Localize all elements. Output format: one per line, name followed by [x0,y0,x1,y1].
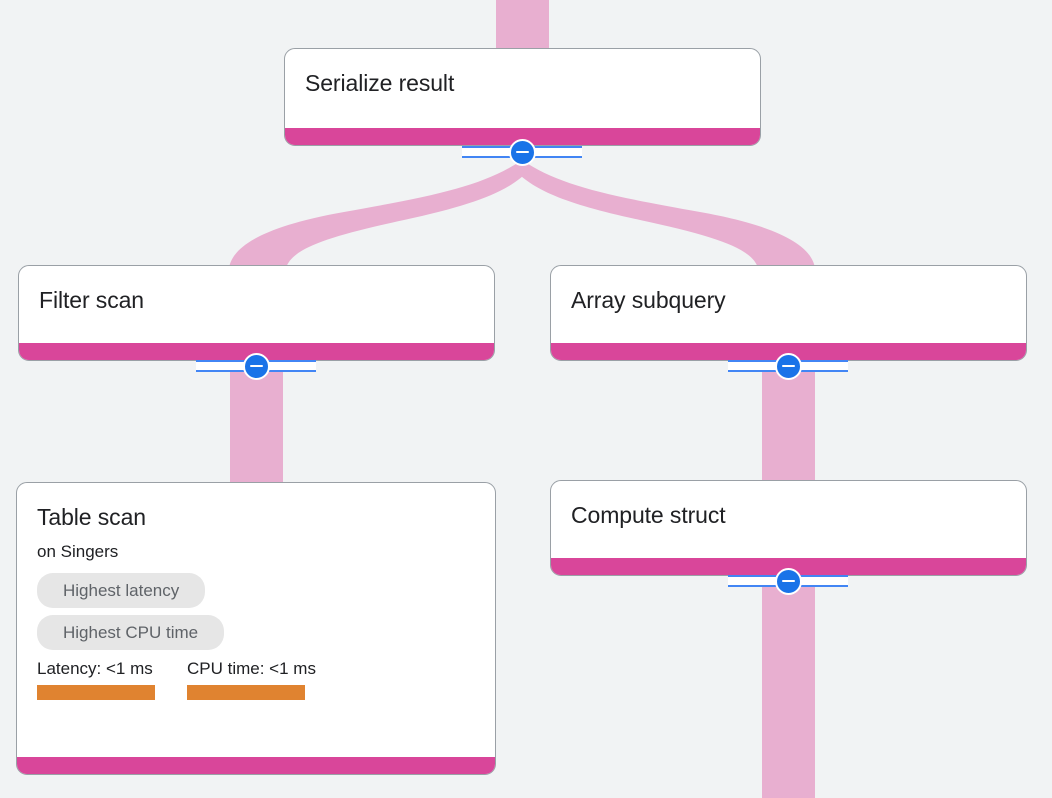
node-array-subquery[interactable]: Array subquery [550,265,1027,361]
minus-glyph [781,364,795,368]
edge-serialize-result-to-filter-scan [229,160,531,268]
node-body: Compute struct [551,481,1026,558]
collapse-toggle-serialize-result[interactable] [462,138,582,166]
node-subtitle: on Singers [37,542,119,561]
status-badge: Highest latency [37,573,206,608]
minus-glyph [781,579,795,583]
node-title: Array subquery [571,287,726,313]
node-table-scan[interactable]: Table scan on Singers Highest latency Hi… [16,482,496,775]
status-badge: Highest CPU time [37,615,225,650]
node-serialize-result[interactable]: Serialize result [284,48,761,146]
node-title: Filter scan [39,287,144,313]
minus-glyph [515,150,529,154]
metric-cpu-time: CPU time: <1 ms [187,658,316,700]
minus-icon[interactable] [774,567,802,595]
edge-array-subquery-to-compute-struct [762,368,815,486]
metric-bar [37,685,155,700]
node-body: Serialize result [285,49,760,128]
node-title: Compute struct [571,502,726,528]
metric-bar [187,685,305,700]
node-body: Array subquery [551,266,1026,343]
edge-serialize-result-to-array-subquery [513,160,815,268]
edge-out-of-compute-struct [762,584,815,798]
metric-list: Latency: <1 ms CPU time: <1 ms [37,658,475,700]
metric-label: CPU time: <1 ms [187,659,316,678]
node-title: Table scan [37,504,146,530]
minus-icon[interactable] [774,352,802,380]
edge-into-serialize-result [496,0,549,52]
node-body: Table scan on Singers Highest latency Hi… [17,483,495,757]
node-accent-bar [551,343,1026,360]
metric-latency: Latency: <1 ms [37,658,155,700]
minus-icon[interactable] [508,138,536,166]
collapse-toggle-compute-struct[interactable] [728,567,848,595]
node-accent-bar [551,558,1026,575]
node-accent-bar [17,757,495,774]
node-filter-scan[interactable]: Filter scan [18,265,495,361]
minus-glyph [249,364,263,368]
minus-icon[interactable] [242,352,270,380]
collapse-toggle-filter-scan[interactable] [196,352,316,380]
node-accent-bar [285,128,760,145]
node-title: Serialize result [305,70,455,96]
collapse-toggle-array-subquery[interactable] [728,352,848,380]
node-compute-struct[interactable]: Compute struct [550,480,1027,576]
node-accent-bar [19,343,494,360]
badge-list: Highest latency Highest CPU time [37,573,475,650]
edge-filter-scan-to-table-scan [230,368,283,488]
metric-label: Latency: <1 ms [37,659,153,678]
node-body: Filter scan [19,266,494,343]
